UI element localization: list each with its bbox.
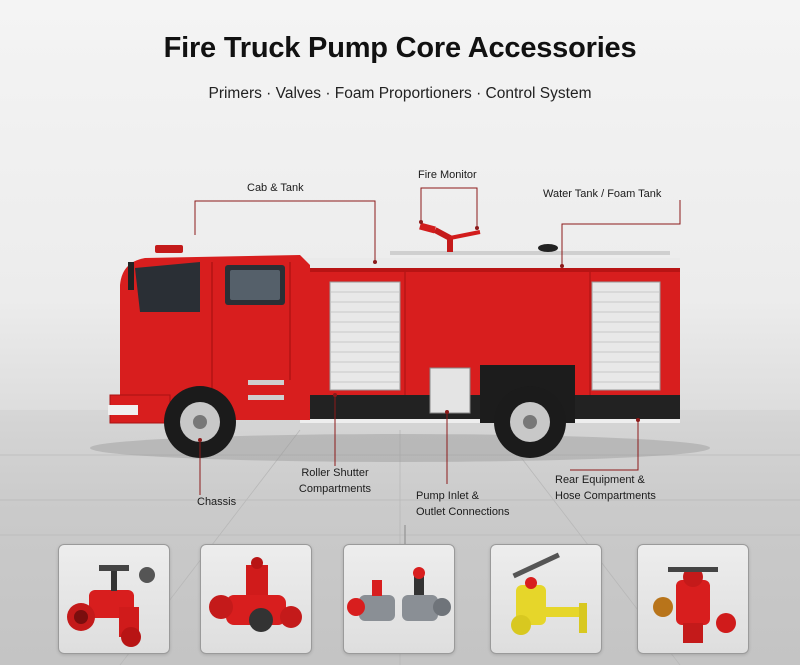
fire-monitor xyxy=(390,222,670,255)
foam-proportioner-icon xyxy=(511,552,587,635)
pump-panel xyxy=(429,367,471,414)
thumb-pressure-valve xyxy=(637,544,749,654)
label-chassis: Chassis xyxy=(197,496,237,508)
front-wheel xyxy=(164,386,236,458)
page-title: Fire Truck Pump Core Accessories xyxy=(163,32,637,64)
label-fire-monitor: Fire Monitor xyxy=(418,169,477,181)
thumb-foam-proportioner xyxy=(490,544,602,654)
thumb-primer-valve xyxy=(58,544,170,654)
label-roller-shutter-line1: Roller Shutter xyxy=(301,467,369,479)
label-water-tank: Water Tank / Foam Tank xyxy=(543,188,662,200)
ball-valves-icon xyxy=(347,567,451,621)
label-pump-inlet-line2: Outlet Connections xyxy=(416,506,510,518)
gate-valve-icon xyxy=(209,557,302,632)
roller-shutter-right xyxy=(591,281,661,391)
label-roller-shutter-line2: Compartments xyxy=(298,483,372,495)
label-rear-equipment: Rear Equipment & Hose Compartments xyxy=(555,472,656,504)
label-pump-inlet: Pump Inlet & Outlet Connections xyxy=(416,488,510,520)
label-roller-shutter: Roller Shutter Compartments xyxy=(290,465,380,497)
label-cab-tank: Cab & Tank xyxy=(247,182,304,194)
tank-hatch xyxy=(538,244,558,252)
label-rear-equipment-line1: Rear Equipment & xyxy=(555,474,645,486)
roller-shutter-left xyxy=(329,281,401,391)
page-subtitle: Primers · Valves · Foam Proportioners · … xyxy=(208,85,592,102)
truck-cab xyxy=(108,245,310,424)
label-rear-equipment-line2: Hose Compartments xyxy=(555,490,656,502)
thumb-ball-valves xyxy=(343,544,455,654)
pressure-valve-icon xyxy=(653,567,736,643)
callout-lines xyxy=(194,187,681,545)
primer-valve-icon xyxy=(67,565,155,647)
rear-wheel xyxy=(494,386,566,458)
thumb-gate-valve xyxy=(200,544,312,654)
callout-dots xyxy=(198,220,640,442)
label-pump-inlet-line1: Pump Inlet & xyxy=(416,490,479,502)
